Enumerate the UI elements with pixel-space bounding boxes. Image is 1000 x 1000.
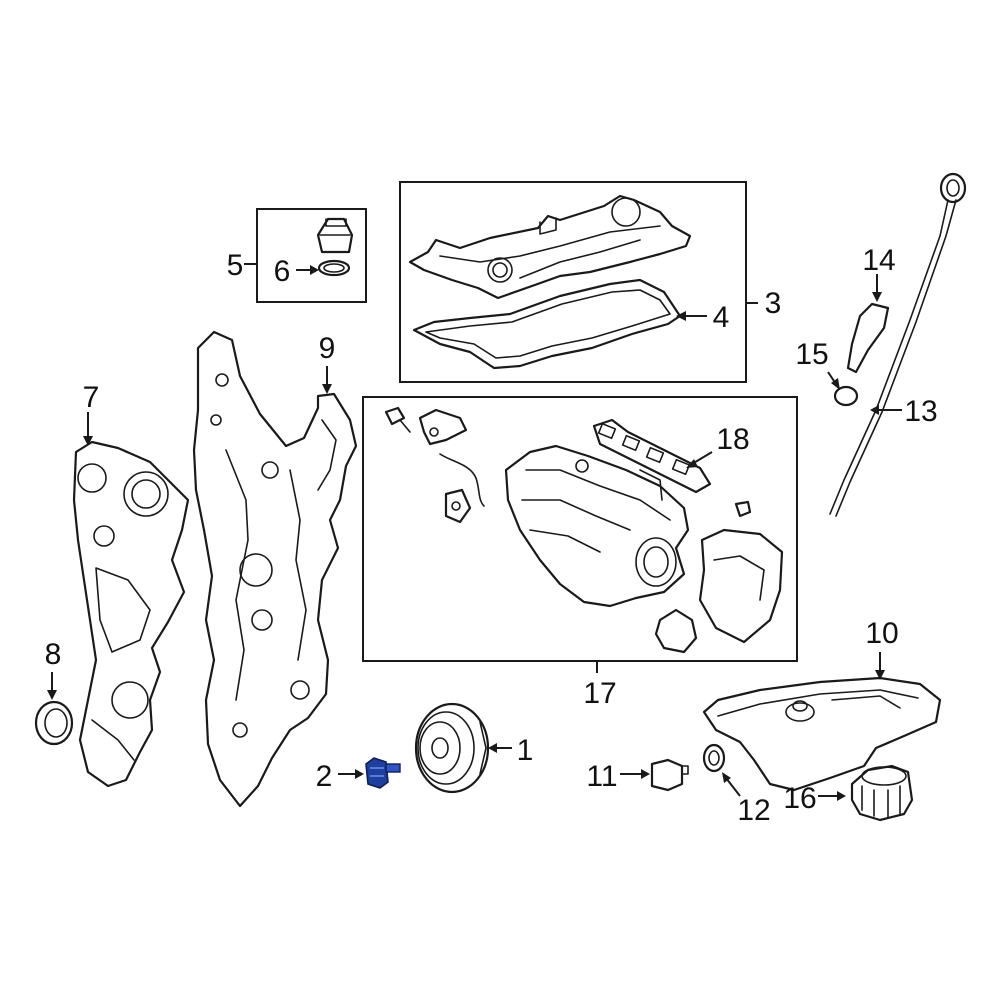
oil-pan[interactable]: [702, 676, 942, 792]
valve-cover-gasket[interactable]: [412, 278, 682, 370]
callout-2: 2: [316, 760, 333, 793]
leader-lines: [47, 263, 902, 801]
dipstick-o-ring[interactable]: [833, 385, 859, 407]
callout-4: 4: [713, 301, 730, 334]
callout-6: 6: [274, 255, 291, 288]
oil-filler-cap-group-box: [256, 208, 367, 303]
small-bolt[interactable]: [734, 500, 752, 518]
oil-filter[interactable]: [850, 764, 914, 822]
callout-18: 18: [716, 423, 749, 456]
callout-7: 7: [83, 381, 100, 414]
intake-manifold-group-box: [362, 396, 798, 662]
drain-plug-gasket[interactable]: [702, 743, 726, 773]
callout-12: 12: [737, 794, 770, 827]
crankshaft-pulley-bolt[interactable]: [365, 757, 401, 789]
bracket[interactable]: [418, 408, 468, 446]
crankshaft-pulley[interactable]: [414, 702, 490, 794]
callout-13: 13: [904, 395, 937, 428]
manifold-bolt[interactable]: [384, 406, 411, 433]
intake-manifold[interactable]: [504, 444, 690, 608]
intake-manifold-gasket[interactable]: [592, 418, 712, 494]
callout-5: 5: [227, 249, 244, 282]
callout-15: 15: [795, 338, 828, 371]
timing-chain-cover[interactable]: [72, 440, 190, 788]
dipstick-guide[interactable]: [846, 302, 890, 374]
valve-cover-group-box: [399, 181, 747, 383]
oil-drain-plug[interactable]: [650, 758, 689, 792]
callout-17: 17: [583, 677, 616, 710]
callout-9: 9: [319, 332, 336, 365]
callout-11: 11: [586, 760, 617, 793]
intake-bracket-cover[interactable]: [698, 528, 784, 644]
oil-filler-cap[interactable]: [316, 217, 354, 277]
callout-10: 10: [865, 617, 898, 650]
callout-16: 16: [783, 782, 816, 815]
oil-dipstick[interactable]: [829, 172, 967, 517]
crankshaft-front-seal[interactable]: [34, 700, 74, 746]
throttle-gasket[interactable]: [654, 608, 698, 654]
valve-cover[interactable]: [408, 194, 692, 300]
callout-1: 1: [517, 734, 534, 767]
callout-14: 14: [862, 244, 895, 277]
callout-8: 8: [45, 638, 62, 671]
vacuum-hose[interactable]: [439, 453, 485, 524]
timing-case[interactable]: [192, 330, 358, 808]
callout-3: 3: [765, 287, 782, 320]
